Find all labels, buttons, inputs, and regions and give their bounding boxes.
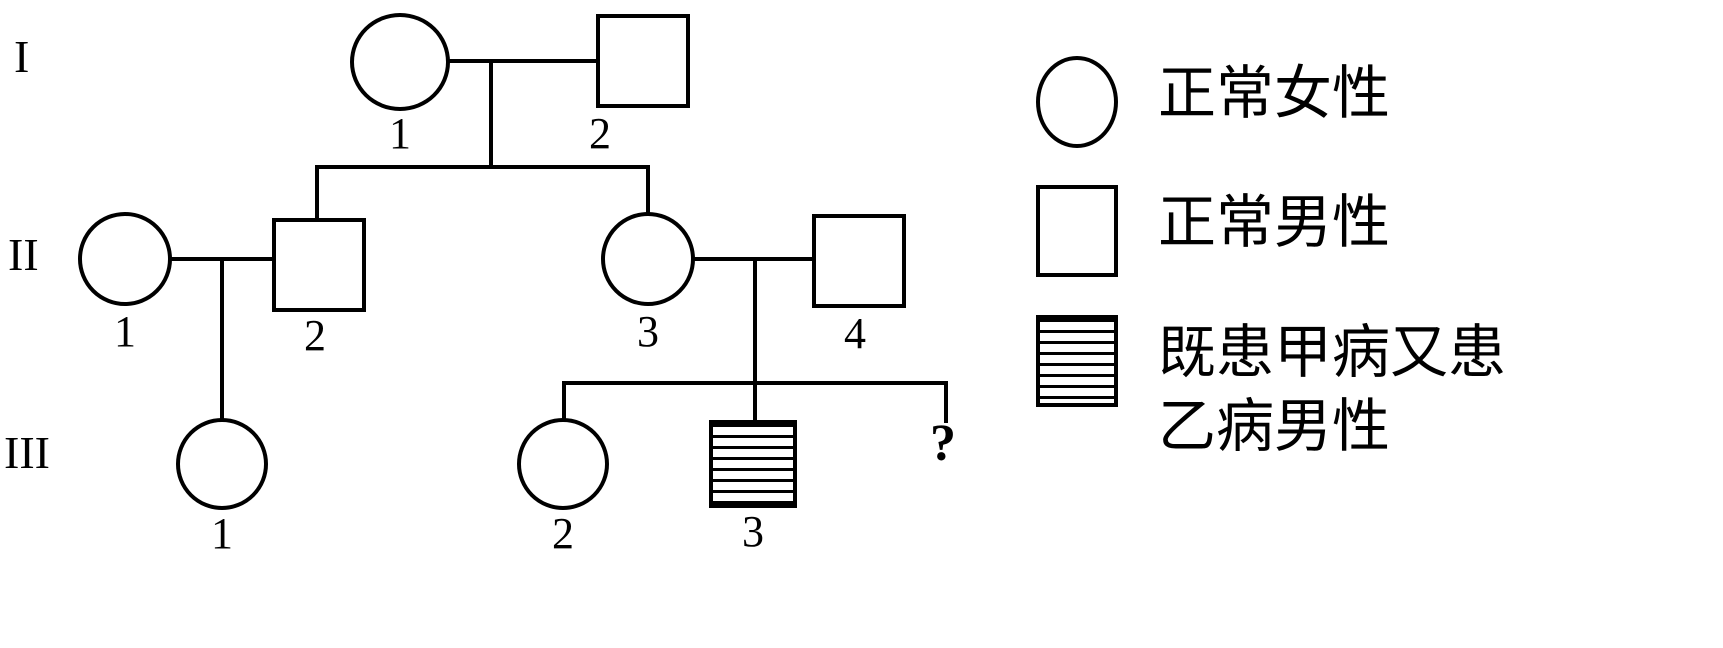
sibling-drop-ii-2 xyxy=(315,165,319,220)
sibling-drop-ii-3 xyxy=(646,165,650,213)
individual-iii-3-striped-square[interactable] xyxy=(709,420,797,508)
generation-label-ii: II xyxy=(8,229,39,280)
individual-iii-1-number: 1 xyxy=(211,509,233,558)
generation-label-i: I xyxy=(14,31,30,82)
individual-ii-4-square[interactable] xyxy=(812,214,906,308)
legend-label-affected-both-line2: 乙病男性 xyxy=(1158,392,1391,460)
legend-circle-icon xyxy=(1036,56,1118,148)
individual-iii-unknown-question-mark[interactable]: ? xyxy=(930,415,956,472)
legend-label-affected-both-line1: 既患甲病又患 xyxy=(1158,318,1507,386)
individual-iii-2-circle[interactable] xyxy=(517,418,609,510)
individual-ii-3-number: 3 xyxy=(637,307,659,356)
legend-striped-square-icon xyxy=(1036,315,1118,407)
generation-label-iii: III xyxy=(4,427,50,478)
legend-label-normal-female: 正常女性 xyxy=(1158,59,1391,127)
individual-ii-2-number: 2 xyxy=(304,311,326,360)
individual-ii-1-number: 1 xyxy=(114,307,136,356)
individual-i-2-number: 2 xyxy=(589,109,611,158)
individual-iii-2-number: 2 xyxy=(552,509,574,558)
individual-ii-4-number: 4 xyxy=(844,309,866,358)
individual-iii-1-circle[interactable] xyxy=(176,418,268,510)
sibship-bar-generation-ii xyxy=(315,165,650,169)
individual-i-2-square[interactable] xyxy=(596,14,690,108)
individual-iii-3-number: 3 xyxy=(742,507,764,556)
legend-item-normal-female: 正常女性 xyxy=(1036,56,1390,148)
individual-i-1-number: 1 xyxy=(389,109,411,158)
legend-label-normal-male: 正常男性 xyxy=(1158,188,1391,256)
individual-ii-2-square[interactable] xyxy=(272,218,366,312)
legend-item-normal-male: 正常男性 xyxy=(1036,185,1390,277)
descent-line-ii-3-ii-4 xyxy=(753,257,757,384)
sibling-drop-iii-unknown xyxy=(944,381,948,423)
legend: 正常女性 正常男性 既患甲病又患 乙病男性 xyxy=(1036,30,1716,490)
individual-i-1-circle[interactable] xyxy=(350,13,450,111)
legend-item-affected-both-male: 既患甲病又患 乙病男性 xyxy=(1036,315,1506,463)
individual-ii-1-circle[interactable] xyxy=(78,212,172,306)
descent-line-ii-1-ii-2 xyxy=(220,257,224,423)
sibling-drop-iii-3 xyxy=(753,381,757,421)
descent-line-generation-i xyxy=(489,59,493,169)
legend-square-icon xyxy=(1036,185,1118,277)
sibling-drop-iii-2 xyxy=(562,381,566,423)
marriage-line-i-1-i-2 xyxy=(448,59,598,63)
individual-ii-3-circle[interactable] xyxy=(601,212,695,306)
